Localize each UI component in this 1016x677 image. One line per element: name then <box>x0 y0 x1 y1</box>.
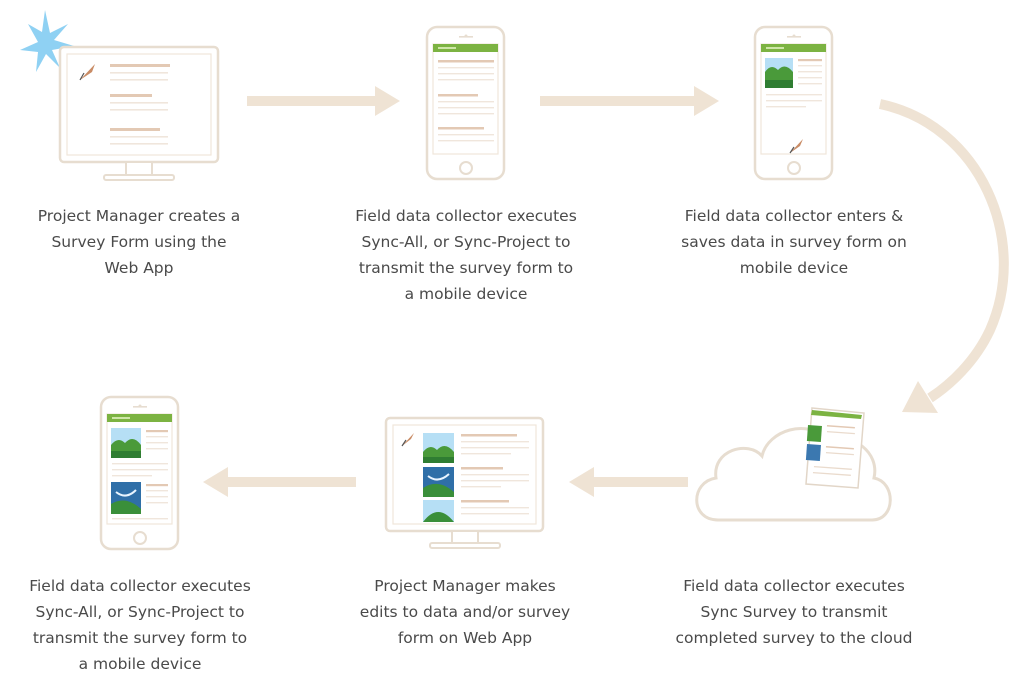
smartphone-icon <box>425 25 506 181</box>
arrow-left-1 <box>569 467 688 497</box>
water-photo-icon <box>111 482 141 514</box>
quill-icon <box>79 64 95 81</box>
step-4-caption: Field data collector executes Sync Surve… <box>675 577 913 647</box>
landscape-photo-icon <box>111 428 141 458</box>
arrow-right-2 <box>540 86 719 116</box>
arrow-left-2 <box>203 467 356 497</box>
arrow-curved-down <box>878 99 1009 413</box>
step-3-caption: Field data collector enters & saves data… <box>681 207 907 277</box>
sparkle-icon <box>20 10 74 72</box>
desktop-editing-icon <box>384 416 545 549</box>
step-5-caption: Project Manager makes edits to data and/… <box>359 577 571 647</box>
smartphone-data-entry-icon <box>753 25 834 181</box>
step-6-caption: Field data collector executes Sync-All, … <box>29 577 251 673</box>
cloud-upload-icon <box>695 407 892 522</box>
water-photo-icon <box>423 467 454 497</box>
step-2-caption: Field data collector executes Sync-All, … <box>355 207 577 303</box>
survey-sheet-icon <box>805 407 865 489</box>
smartphone-synced-icon <box>99 395 180 551</box>
hill-photo-icon <box>423 500 454 522</box>
landscape-photo-icon <box>423 433 454 463</box>
quill-icon <box>789 139 803 154</box>
step-1-caption: Project Manager creates a Survey Form us… <box>37 207 241 277</box>
landscape-photo-icon <box>765 58 793 88</box>
quill-icon <box>401 433 414 447</box>
desktop-monitor-icon <box>20 10 220 181</box>
arrow-right-1 <box>247 86 400 116</box>
